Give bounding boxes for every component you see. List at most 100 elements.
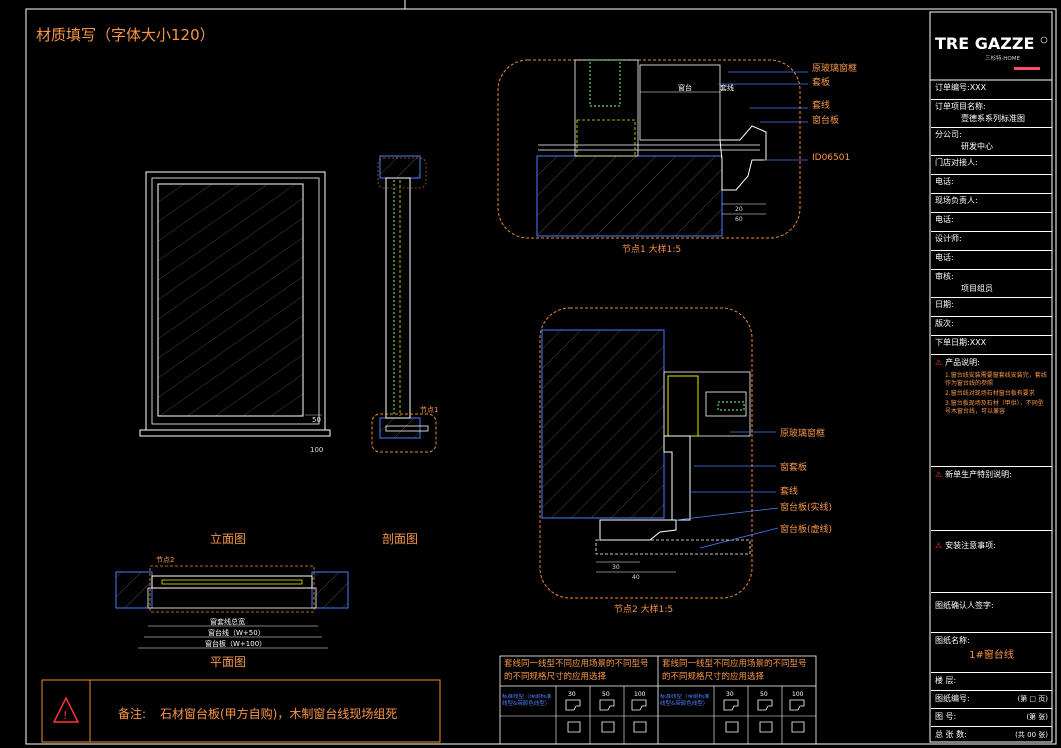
node2-label-board: 窗套板 (780, 461, 807, 473)
node1-title: 节点1 大样1:5 (622, 243, 681, 255)
title-row: 电话: (931, 175, 1052, 194)
registered-icon (1040, 36, 1048, 44)
node2-dim-30: 30 (612, 564, 620, 571)
node2-dim-40: 40 (632, 574, 640, 581)
node1-inner-1: 窗台 (678, 83, 692, 92)
title-row: 电话: (931, 251, 1052, 270)
plan-view: 窗套线总宽 窗台线（W+50） 窗台板（W+100） 节点2 (115, 556, 349, 649)
plan-dim-2: 窗台线（W+50） (208, 628, 265, 637)
drawing-name: 1#窗台线 (969, 650, 1014, 661)
title-block: TRE GAZZE 三杉特·HOME (929, 11, 1053, 743)
title-bottom-row: 楼 层: (931, 673, 1052, 691)
product-notes-section: ⚠产品说明: 1.窗台线安装需要窗套线安装完，套线作为窗台线的参照 2.窗台线对现场… (931, 355, 1052, 467)
node2-label-trim: 套线 (780, 485, 798, 497)
product-notes-title: 产品说明: (945, 358, 980, 367)
node1-dim-20: 20 (735, 206, 743, 213)
title-bottom-value: (第 □ 页) (1017, 695, 1048, 703)
warning-icon: ! (52, 696, 80, 723)
title-bottom-label: 图纸编号: (935, 694, 970, 703)
title-row-label: 电话: (935, 215, 954, 224)
spec-table: 套线同一线型不同应用场景的不同型号的不同规格尺寸的应用选择 套线同一线型不同应用… (499, 655, 817, 745)
brand-logo-sub: 三杉特·HOME (985, 54, 1020, 62)
title-row-value: 项目组员 (961, 284, 993, 293)
drawing-name-section: 图纸名称: 1#窗台线 (931, 633, 1052, 673)
title-row-value: 研发中心 (961, 142, 993, 151)
special-notes-title: 新单生产特别说明: (945, 470, 1012, 479)
node1-inner-2: 套线 (720, 83, 734, 92)
table-row-label-left: 标准线型（带前标准线型&带颜色线型） (502, 694, 552, 707)
title-row: 版次: (931, 317, 1052, 336)
title-row-value: 壹德系系列标准图 (961, 114, 1025, 123)
title-row-label: 审核: (935, 272, 954, 281)
table-header-left: 套线同一线型不同应用场景的不同型号的不同规格尺寸的应用选择 (504, 659, 649, 682)
title-bottom-row: 总 张 数: (共 00 张) (931, 727, 1052, 745)
note-text: 石材窗台板(甲方自购)，木制窗台线现场组死 (160, 706, 397, 721)
brand-accent-bar (1014, 67, 1040, 70)
table-size-l3: 100 (634, 691, 646, 698)
title-bottom-label: 总 张 数: (935, 730, 967, 739)
title-row-label: 分公司: (935, 130, 962, 139)
title-bottom-row: 图纸编号: (第 □ 页) (931, 691, 1052, 709)
elevation-dim-100: 100 (310, 446, 323, 454)
plan-node-tag: 节点2 (156, 556, 174, 564)
table-size-l2: 50 (602, 691, 610, 698)
node1-label-sill: 窗台板 (812, 114, 839, 126)
product-notes-header: ⚠产品说明: (935, 356, 1048, 370)
install-notes-title: 安装注意事项: (945, 541, 996, 550)
section-label: 剖面图 (382, 532, 418, 546)
table-size-r2: 50 (760, 691, 768, 698)
node2-label-sill-solid: 窗台板(实线) (780, 501, 832, 513)
title-row-label: 电话: (935, 253, 954, 262)
plan-label: 平面图 (210, 655, 246, 669)
section-node-tag: 节点1 (420, 406, 438, 414)
elevation-view: 50 100 (139, 171, 331, 454)
product-note: 3.窗台板现场及石材（甲供），不同型号木窗台线，可以兼容 (945, 400, 1044, 415)
title-bottom-row: 图 号: (第 张) (931, 709, 1052, 727)
node2-label-sill-dash: 窗台板(虚线) (780, 523, 832, 535)
elevation-label: 立面图 (210, 531, 246, 546)
confirm-signature: 图纸确认人签字: (931, 593, 1052, 633)
title-bottom-label: 楼 层: (935, 676, 957, 685)
warning-icon: ⚠ (935, 470, 943, 479)
product-note: 1.窗台线安装需要窗套线安装完，套线作为窗台线的参照 (945, 372, 1047, 387)
drawing-name-label: 图纸名称: (935, 636, 970, 645)
title-row: 电话: (931, 213, 1052, 232)
table-size-r3: 100 (792, 691, 804, 698)
install-notes-section: ⚠安装注意事项: (931, 531, 1052, 593)
title-bottom-value: (第 张) (1026, 713, 1048, 721)
title-row: 设计师: (931, 232, 1052, 251)
plan-dim-1: 窗套线总宽 (210, 617, 245, 626)
plan-dim-3: 窗台板（W+100） (205, 639, 266, 648)
title-row: 现场负责人: (931, 194, 1052, 213)
node2-label-frame: 原玻璃窗框 (780, 427, 825, 439)
title-row: 审核: 项目组员 (931, 270, 1052, 298)
node1-label-trim: 套线 (812, 99, 830, 111)
title-block-rows: 订单编号:XXX 订单项目名称: 壹德系系列标准图分公司: 研发中心门店对接人: 电话:… (931, 81, 1052, 745)
title-row-label: 版次: (935, 319, 954, 328)
node2-title: 节点2 大样1:5 (614, 603, 673, 615)
node1-label-frame: 原玻璃窗框 (812, 62, 857, 74)
title-bottom-value: (共 00 张) (1015, 731, 1048, 739)
title-row-label: 门店对接人: (935, 158, 978, 167)
title-row: 分公司: 研发中心 (931, 128, 1052, 156)
title-row-label: 日期: (935, 300, 954, 309)
node1-detail: 窗台 套线 原玻璃窗框 套板 套线 窗台板 ID06501 20 60 (497, 59, 857, 239)
product-note: 2.窗台线对现场石材窗台板有要求 (945, 390, 1035, 397)
title-row: 门店对接人: (931, 156, 1052, 175)
title-row-label: 下单日期:XXX (935, 338, 987, 347)
special-notes-section: ⚠新单生产特别说明: (931, 467, 1052, 531)
title-bottom-label: 图 号: (935, 712, 957, 721)
svg-text:!: ! (63, 709, 67, 722)
node2-detail: 原玻璃窗框 窗套板 套线 窗台板(实线) 窗台板(虚线) 30 40 (539, 307, 832, 599)
title-row: 订单编号:XXX (931, 81, 1052, 100)
table-size-l1: 30 (568, 691, 576, 698)
title-row-label: 订单编号:XXX (935, 83, 987, 92)
note-box: ! 备注: 石材窗台板(甲方自购)，木制窗台线现场组死 (41, 679, 441, 743)
table-size-r1: 30 (726, 691, 734, 698)
title-row-label: 设计师: (935, 234, 962, 243)
node1-dim-60: 60 (735, 216, 743, 223)
title-row-label: 订单项目名称: (935, 102, 986, 111)
brand-logo: TRE GAZZE (935, 34, 1034, 53)
title-row: 下单日期:XXX (931, 336, 1052, 355)
